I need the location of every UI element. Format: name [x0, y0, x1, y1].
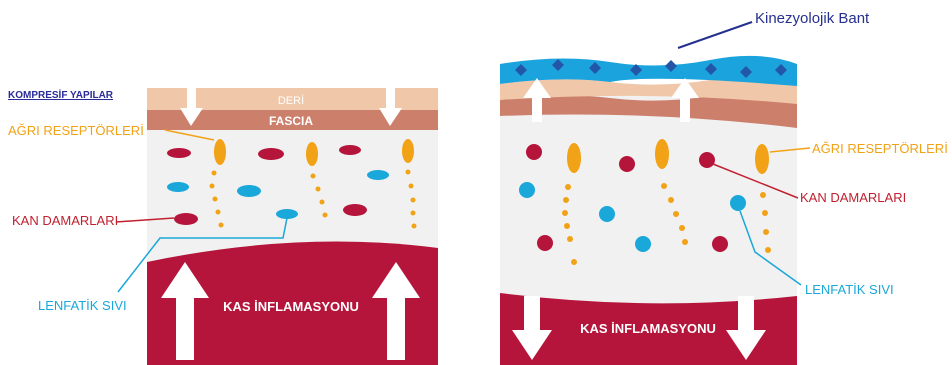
left-pain-receptors-label: AĞRI RESEPTÖRLERİ — [8, 123, 144, 138]
tape-leader — [678, 22, 752, 48]
left-blood-vessels-label: KAN DAMARLARI — [12, 213, 118, 228]
tape-label: Kinezyolojik Bant — [755, 10, 869, 27]
right-pain-receptors-label: AĞRI RESEPTÖRLERİ — [812, 141, 948, 156]
left-heading: KOMPRESİF YAPILAR — [8, 90, 113, 101]
left-lymph-fluid-label: LENFATİK SIVI — [38, 298, 127, 313]
right-blood-vessels-label: KAN DAMARLARI — [800, 190, 906, 205]
right-lymph-fluid-label: LENFATİK SIVI — [805, 282, 894, 297]
right-muscle-label: KAS İNFLAMASYONU — [580, 321, 716, 336]
